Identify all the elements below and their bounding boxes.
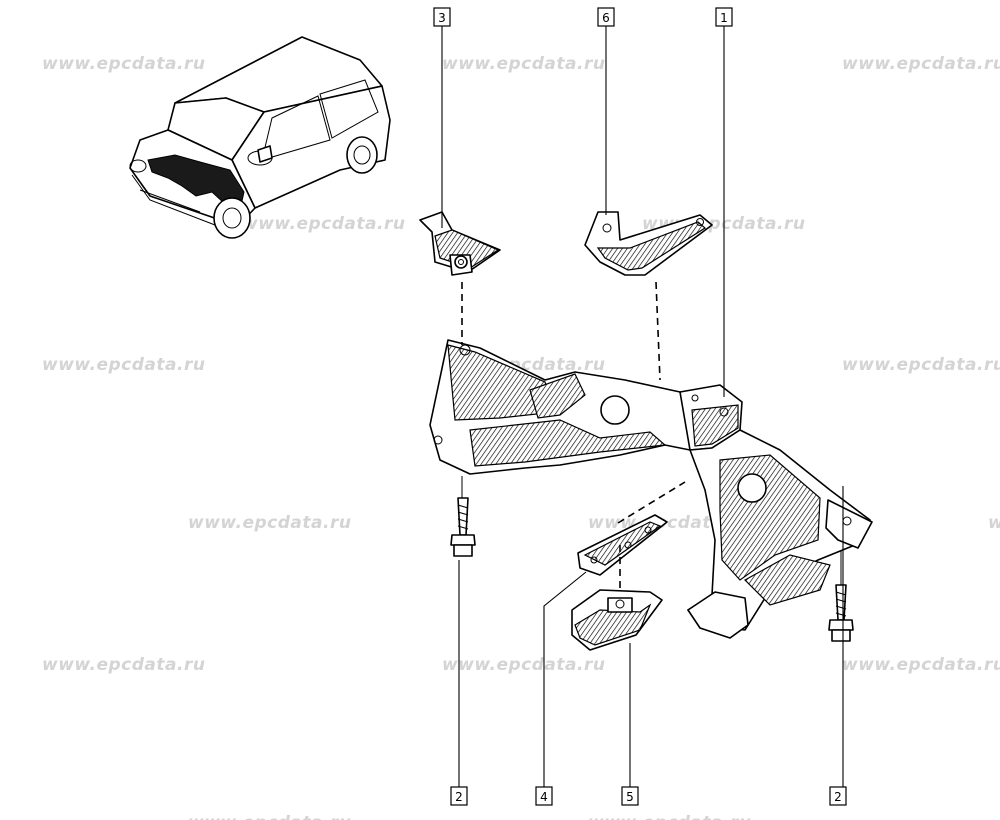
callout-2-right: 2 [829, 786, 847, 806]
callout-label: 2 [455, 790, 463, 804]
callout-label: 4 [540, 790, 548, 804]
watermark-text: www.epcdata.ru [842, 655, 1000, 675]
mounting-block-part [571, 589, 663, 651]
callout-label: 6 [602, 11, 610, 25]
subframe-part [429, 339, 873, 639]
watermark-text: www.epcdata.ru [188, 513, 351, 533]
support-bracket-part [584, 211, 713, 276]
callout-label: 2 [834, 790, 842, 804]
callout-1: 1 [715, 7, 733, 27]
bolt-part-left [450, 497, 476, 557]
assembly-lines [461, 281, 842, 590]
watermark-text: www.epcdata.ru [842, 54, 1000, 74]
watermark-text: www.epcdata.ru [242, 214, 405, 234]
watermark-text: www.epcdata.ru [42, 355, 205, 375]
callout-3: 3 [433, 7, 451, 27]
watermark-text: www.epcdata.ru [188, 813, 351, 820]
watermark-text: www.epcdata.ru [442, 54, 605, 74]
bolt-part-right [828, 584, 854, 642]
callout-4: 4 [535, 786, 553, 806]
callout-label: 5 [626, 790, 634, 804]
watermark-text: www.epcdata.ru [842, 355, 1000, 375]
nut-plate-part [419, 211, 501, 276]
callout-6: 6 [597, 7, 615, 27]
reinforcement-plate-part [577, 514, 668, 576]
watermark-text: www.epcdata.ru [442, 655, 605, 675]
callout-label: 3 [438, 11, 446, 25]
leader-lines [441, 26, 844, 787]
callout-label: 1 [720, 11, 728, 25]
watermark-text: www.epcdata.ru [588, 813, 751, 820]
watermark-text: www.epcdata.ru [988, 513, 1000, 533]
vehicle-locator-illustration [129, 36, 391, 239]
callout-2-left: 2 [450, 786, 468, 806]
watermark-text: www.epcdata.ru [42, 655, 205, 675]
callout-5: 5 [621, 786, 639, 806]
watermark-text: www.epcdata.ru [42, 54, 205, 74]
